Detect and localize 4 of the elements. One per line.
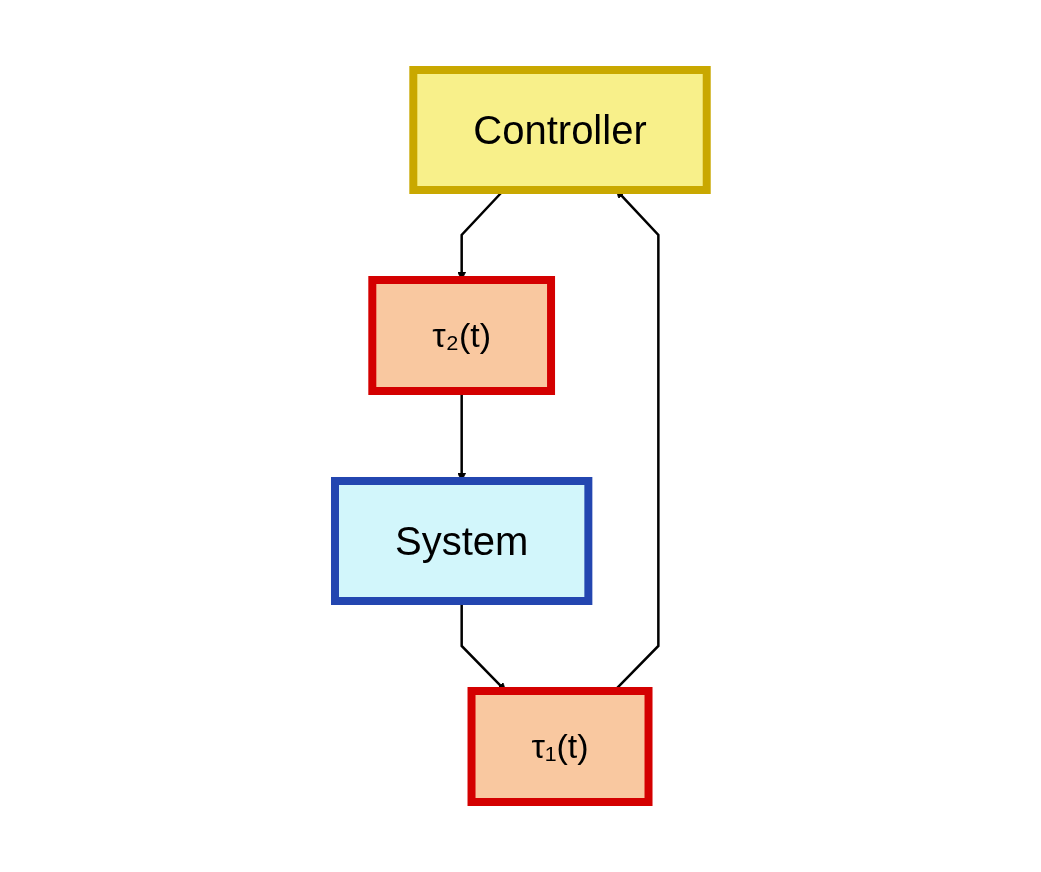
node-box: System (330, 477, 592, 605)
node-box: τ₂(t) (367, 276, 555, 395)
node-box: τ₁(t) (467, 687, 653, 806)
node-box: Controller (408, 66, 711, 194)
